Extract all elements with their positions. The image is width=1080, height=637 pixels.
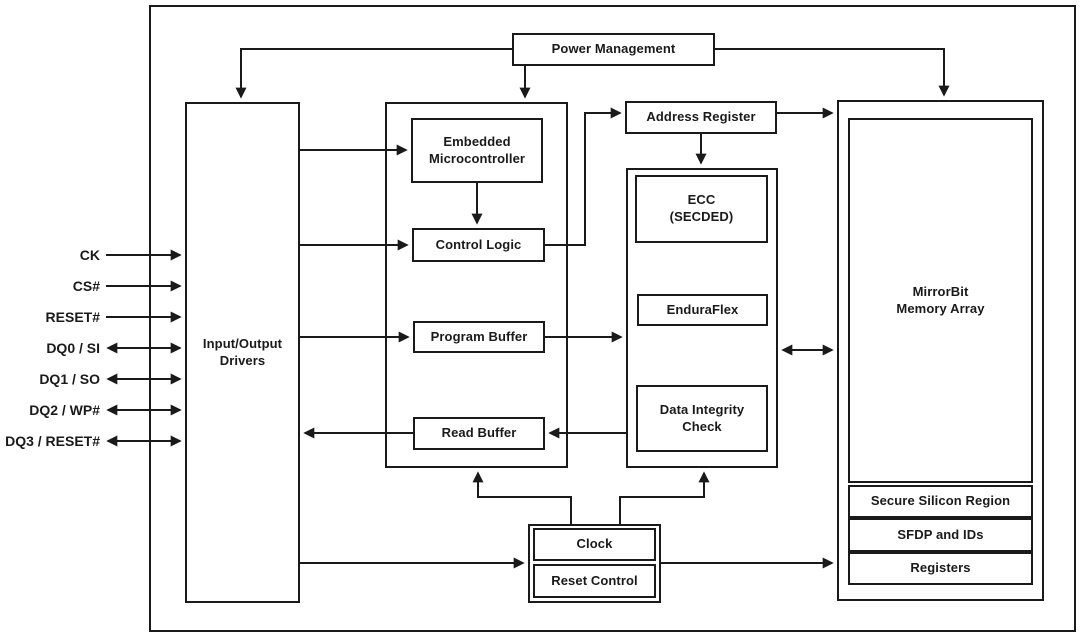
block-ecc-secded: ECC (SECDED) (635, 175, 768, 243)
block-power-management: Power Management (512, 33, 715, 66)
block-label: Secure Silicon Region (870, 493, 1011, 509)
signal-text: CS# (72, 278, 100, 294)
block-clock: Clock (533, 528, 656, 561)
block-mirrorbit-memory-array: MirrorBit Memory Array (848, 118, 1033, 483)
block-label: MirrorBit Memory Array (896, 283, 985, 316)
signal-text: RESET# (45, 309, 100, 325)
block-reset-control: Reset Control (533, 564, 656, 598)
signal-text: DQ2 / WP# (29, 402, 100, 418)
block-label: Data Integrity Check (659, 401, 745, 434)
block-secure-silicon-region: Secure Silicon Region (848, 485, 1033, 518)
block-label: Registers (910, 560, 971, 576)
block-label: Control Logic (435, 236, 522, 252)
block-enduraflex: EnduraFlex (637, 294, 768, 326)
block-label: Input/Output Drivers (202, 335, 283, 368)
block-label: Embedded Microcontroller (428, 133, 526, 166)
block-label: ECC (SECDED) (669, 192, 734, 224)
signal-label-dq1-so: DQ1 / SO (39, 369, 100, 389)
signal-label-cs: CS# (73, 276, 100, 296)
signal-label-reset: RESET# (46, 307, 100, 327)
block-label: SFDP and IDs (897, 526, 984, 542)
block-sfdp-and-ids: SFDP and IDs (848, 518, 1033, 552)
signal-label-dq3-reset: DQ3 / RESET# (5, 431, 100, 451)
block-label: Power Management (551, 41, 676, 57)
signal-text: DQ1 / SO (39, 371, 100, 387)
block-label: Clock (576, 536, 613, 552)
signal-text: CK (79, 247, 100, 263)
block-data-integrity-check: Data Integrity Check (636, 385, 768, 452)
block-label: EnduraFlex (666, 301, 739, 317)
block-label: Read Buffer (441, 425, 517, 441)
block-io-drivers: Input/Output Drivers (185, 102, 300, 603)
block-label: Program Buffer (430, 328, 528, 344)
block-label: Address Register (646, 109, 756, 125)
block-read-buffer: Read Buffer (413, 417, 545, 450)
signal-label-dq2-wp: DQ2 / WP# (29, 400, 100, 420)
block-address-register: Address Register (625, 101, 777, 134)
chip-boundary (149, 5, 1076, 632)
block-embedded-microcontroller: Embedded Microcontroller (411, 118, 543, 183)
block-control-logic: Control Logic (412, 228, 545, 262)
block-label: Reset Control (551, 572, 638, 588)
signal-text: DQ3 / RESET# (5, 433, 100, 449)
signal-label-dq0-si: DQ0 / SI (46, 338, 100, 358)
signal-text: DQ0 / SI (46, 340, 100, 356)
block-registers: Registers (848, 552, 1033, 585)
signal-label-ck: CK (80, 245, 100, 265)
block-program-buffer: Program Buffer (413, 321, 545, 353)
